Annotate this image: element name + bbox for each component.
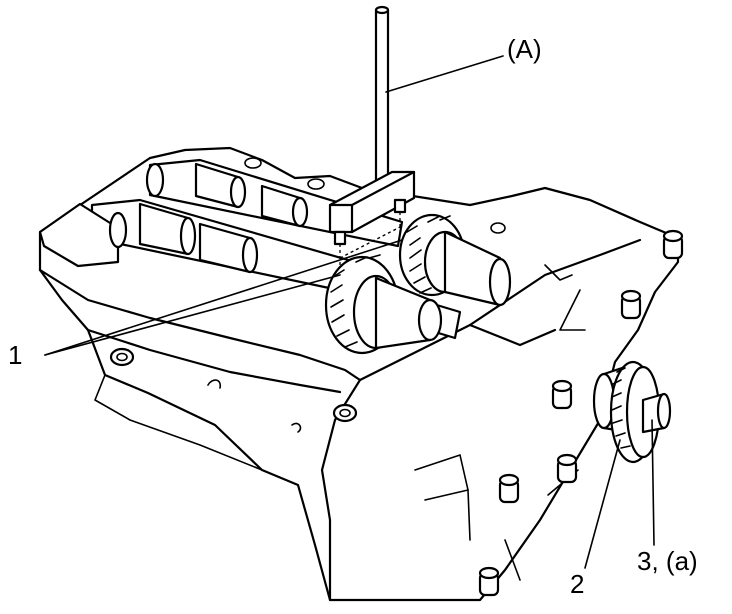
- callout-camshafts-label: 1: [8, 340, 22, 370]
- boss-mid: [551, 379, 573, 410]
- leader-tool: [385, 55, 504, 93]
- leader-lines: [44, 55, 655, 569]
- mounting-holes: [109, 157, 506, 423]
- boss-bottom: [478, 566, 500, 597]
- sprocket-bolt: [641, 392, 672, 434]
- callout-tool-label: (A): [507, 34, 542, 64]
- callout-sprocket-label: 2: [570, 569, 584, 599]
- callout-labels: (A) 1 2 3, (a): [8, 34, 698, 599]
- leader-camshaft-1: [44, 239, 403, 356]
- leader-bolt: [651, 419, 655, 546]
- boss-right: [620, 289, 642, 320]
- camshaft-gear-rear: [398, 213, 512, 307]
- bolt-bosses: [478, 229, 684, 597]
- callout-bolt-label: 3, (a): [637, 546, 698, 576]
- boss-top-right: [662, 229, 684, 260]
- boss-lower-mid: [556, 453, 578, 484]
- boss-lower: [498, 473, 520, 504]
- leader-sprocket: [584, 439, 621, 569]
- leader-camshaft-2: [44, 274, 341, 356]
- camshaft-gear-front: [324, 254, 443, 355]
- special-tool-a: [328, 5, 416, 268]
